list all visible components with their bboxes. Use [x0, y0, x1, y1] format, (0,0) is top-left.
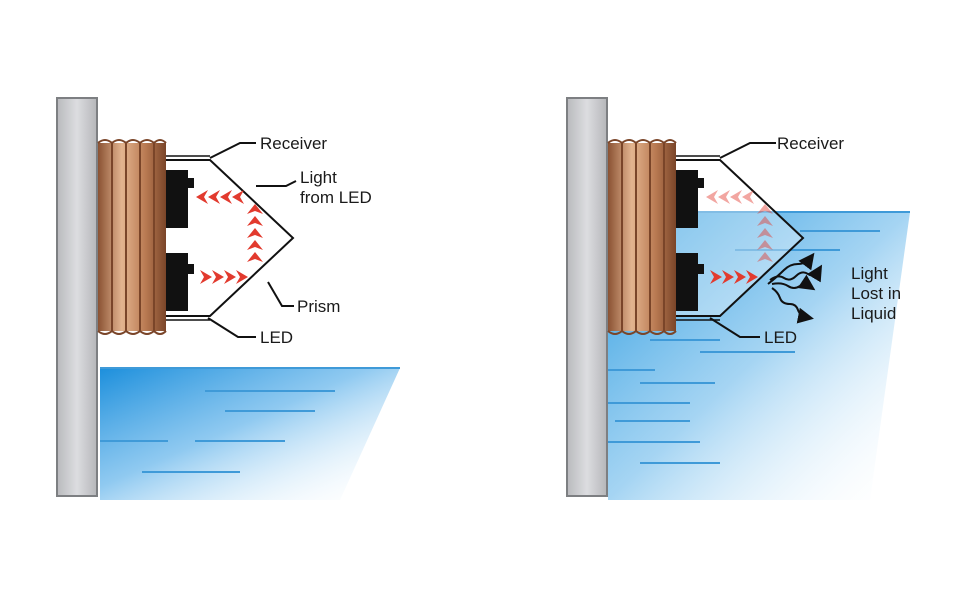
label-led: LED — [764, 328, 797, 347]
label-prism: Prism — [297, 297, 340, 316]
label-light-from-led-line2: from LED — [300, 188, 372, 207]
label-light-from-led-line1: Light — [300, 168, 337, 187]
liquid-body — [100, 367, 400, 500]
threaded-sensor-body — [607, 139, 677, 335]
label-receiver: Receiver — [777, 134, 844, 153]
liquid-ripple-lines — [100, 390, 335, 473]
panel-submerged: Receiver Light Lost in Liquid LED — [566, 97, 910, 500]
label-light-lost-line3: Liquid — [851, 304, 896, 323]
panel-dry: Receiver Light from LED Prism LED — [56, 97, 400, 500]
tank-wall — [566, 97, 608, 497]
leader-lines — [207, 142, 297, 338]
light-path-arrows — [196, 190, 263, 284]
label-light-lost-line1: Light — [851, 264, 888, 283]
label-led: LED — [260, 328, 293, 347]
label-light-lost-line2: Lost in — [851, 284, 901, 303]
label-receiver: Receiver — [260, 134, 327, 153]
tank-wall — [56, 97, 98, 497]
led-component — [676, 253, 698, 311]
light-path-arrows — [706, 190, 773, 284]
receiver-component — [166, 170, 188, 228]
leader-lines — [709, 142, 776, 338]
threaded-sensor-body — [97, 139, 167, 335]
liquid-ripple-lines — [608, 230, 880, 464]
receiver-component — [676, 170, 698, 228]
led-component — [166, 253, 188, 311]
escaping-light-arrows — [767, 252, 823, 324]
prism — [676, 159, 805, 317]
prism — [166, 159, 295, 317]
